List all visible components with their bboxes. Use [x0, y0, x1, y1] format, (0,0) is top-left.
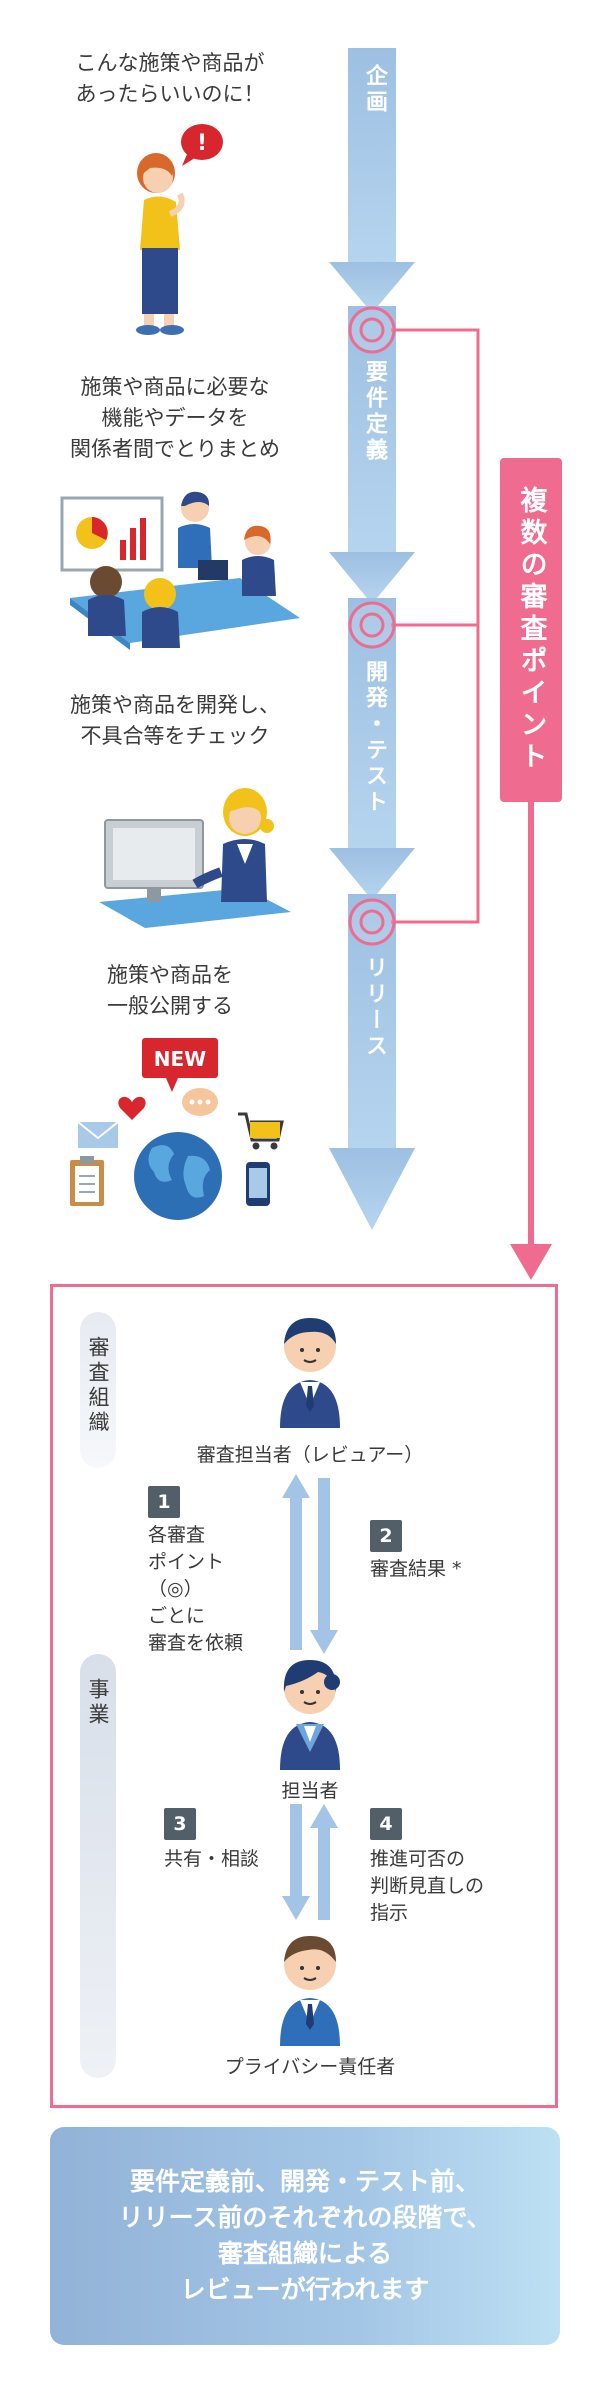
smartphone-icon [246, 1162, 270, 1206]
review-point-icon [348, 898, 396, 946]
stage-label-requirements: 要件定義 [362, 360, 387, 464]
consult-instruct-arrows [282, 1804, 338, 1920]
new-badge: NEW [142, 1038, 218, 1092]
alert-mark: ! [197, 131, 207, 156]
review-point-icon [348, 601, 396, 649]
clipboard-icon [70, 1156, 104, 1206]
step-2-badge: 2 [370, 1520, 402, 1552]
cart-icon [238, 1112, 284, 1150]
caption-release: 施策や商品を 一般公開する [107, 963, 233, 1018]
person-in-charge-avatar [280, 1660, 340, 1770]
meeting-illustration [60, 491, 300, 650]
stage-label-release: リリース [362, 956, 387, 1060]
stage-label-development: 開発・テスト [362, 660, 387, 816]
caption-requirements: 施策や商品に必要な 機能やデータを 関係者間でとりまとめ [70, 375, 280, 461]
review-point-icon [348, 306, 396, 354]
woman-thinking-illustration: ! [136, 124, 223, 335]
arrow-requirements [329, 306, 415, 604]
review-flow-box [50, 1284, 558, 2108]
step-3-badge: 3 [164, 1808, 196, 1840]
heart-icon [118, 1096, 146, 1120]
business-label: 事業 [86, 1678, 110, 1728]
stage-label-plan: 企画 [362, 64, 387, 116]
step-3-text: 共有・相談 [164, 1848, 260, 1870]
review-org-group: 審査組織 [80, 1312, 116, 1468]
release-illustration: NEW [70, 1038, 284, 1220]
reviewer-avatar [280, 1318, 340, 1428]
alert-bubble-icon: ! [181, 124, 223, 166]
review-org-label: 審査組織 [86, 1336, 110, 1436]
caption-plan: こんな施策や商品が あったらいいのに！ [75, 51, 265, 106]
reviewer-label: 審査担当者（レビュアー） [196, 1444, 424, 1466]
review-bracket [391, 328, 480, 924]
review-points-label: 複数の審査ポイント [515, 486, 547, 774]
mail-icon [77, 1121, 119, 1148]
summary-text: 要件定義前、開発・テスト前、 リリース前のそれぞれの段階で、 審査組織による レ… [118, 2167, 492, 2304]
step-2-text: 審査結果 * [370, 1558, 462, 1580]
step-1-badge: 1 [148, 1486, 180, 1518]
business-group: 事業 [80, 1654, 116, 2078]
globe-icon [134, 1132, 222, 1220]
arrow-plan [329, 48, 415, 313]
person-in-charge-label: 担当者 [281, 1780, 339, 1802]
privacy-manager-label: プライバシー責任者 [224, 2056, 396, 2078]
new-label: NEW [154, 1047, 206, 1071]
step-4-badge: 4 [370, 1808, 402, 1840]
step-4-text: 推進可否の 判断見直しの 指示 [370, 1848, 485, 1924]
developer-illustration [99, 788, 291, 928]
chat-bubble-icon [182, 1088, 218, 1116]
caption-development: 施策や商品を開発し、 不具合等をチェック [70, 693, 280, 748]
privacy-manager-avatar [280, 1936, 340, 2046]
summary-box: 要件定義前、開発・テスト前、 リリース前のそれぞれの段階で、 審査組織による レ… [50, 2127, 560, 2345]
stage-arrows [329, 48, 552, 1280]
review-down-arrow [510, 800, 552, 1280]
review-points-box: 複数の審査ポイント [500, 458, 562, 802]
request-result-arrows [282, 1474, 338, 1654]
step-1-text: 各審査 ポイント（◎） ごとに 審査を依頼 [148, 1524, 244, 1654]
